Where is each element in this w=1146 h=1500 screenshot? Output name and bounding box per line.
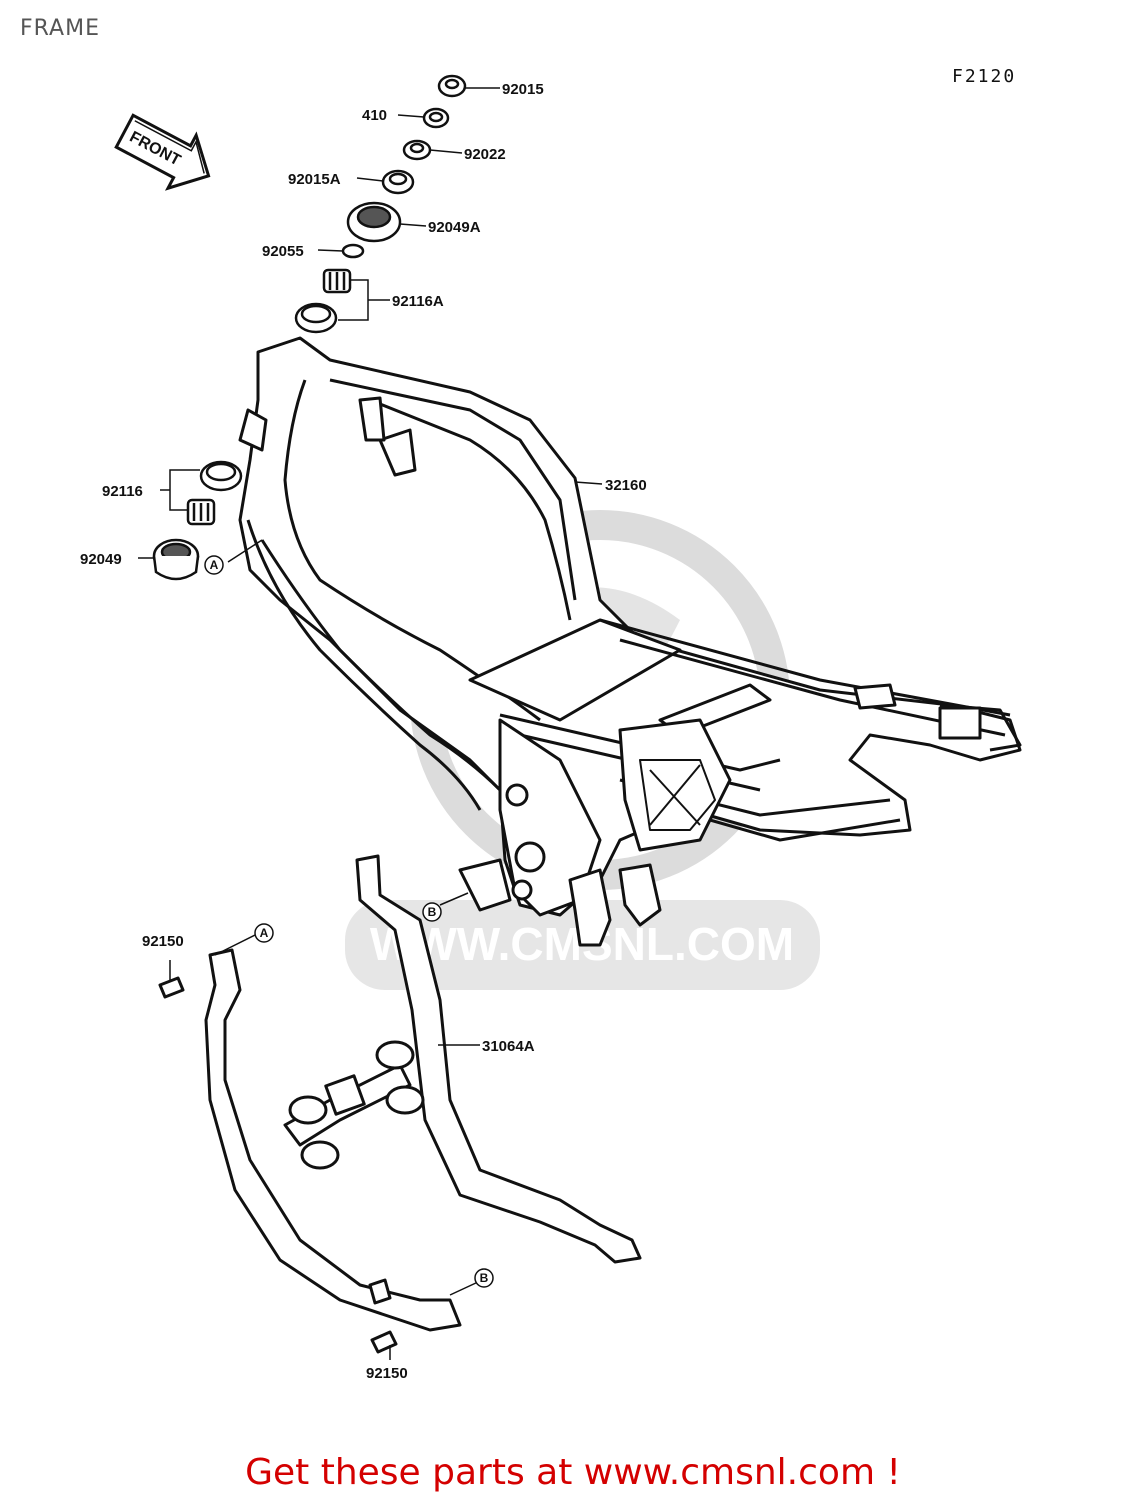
washer-92022 [402,139,432,161]
seal-92049 [152,538,200,581]
race-92116-top [199,460,243,492]
ring-92055 [341,243,365,259]
callout-a-head-label: A [210,558,219,572]
steering-stack [152,74,467,581]
washer-410 [422,107,450,129]
callout-a-bracket [254,923,274,943]
down-tube-31064A [158,854,642,1354]
part-label-92015A: 92015A [288,171,341,188]
leader-lines [138,87,603,1360]
part-label-92116A: 92116A [392,293,444,310]
callout-b-frame [422,902,442,922]
front-arrow: FRONT [114,113,211,191]
part-label-92022: 92022 [464,146,506,163]
race-92116A-bottom [294,302,338,334]
callout-b-bracket-label: B [480,1271,489,1285]
main-frame-32160 [238,336,1022,947]
part-label-31064A: 31064A [482,1038,535,1055]
part-label-92055: 92055 [262,243,304,260]
part-label-92049A: 92049A [428,219,481,236]
callout-a-head [204,555,224,575]
bearing-92116A-top [322,268,352,294]
part-labels: 92015 410 92022 92015A 92049A 92055 9211… [80,81,647,1382]
part-label-92116: 92116 [102,483,143,500]
part-label-92150-top: 92150 [142,933,184,950]
callouts [204,555,494,1288]
bearing-92116-bottom [186,498,216,526]
callout-b-frame-label: B [428,905,437,919]
part-label-92049: 92049 [80,551,122,568]
part-label-32160: 32160 [605,477,647,494]
nut-92015 [437,74,467,98]
callout-b-bracket [474,1268,494,1288]
nut-92015A [381,169,415,195]
callout-a-bracket-label: A [260,926,269,940]
part-label-92150-bottom: 92150 [366,1365,408,1382]
figure-code: F2120 [952,66,1017,87]
page-title: FRAME [20,16,100,41]
part-label-410: 410 [362,107,387,124]
footer-link[interactable]: Get these parts at www.cmsnl.com ! [245,1452,901,1493]
part-label-92015: 92015 [502,81,544,98]
seal-92049A [346,201,402,243]
